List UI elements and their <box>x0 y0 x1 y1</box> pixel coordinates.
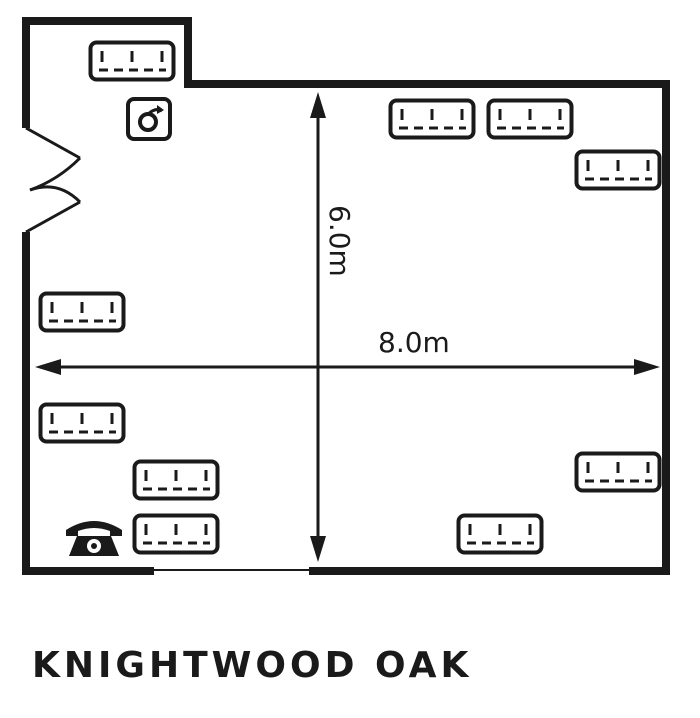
power-socket-icon <box>88 40 176 82</box>
width-label: 6.0m <box>323 205 356 277</box>
wall-left-upper <box>22 17 670 575</box>
power-socket-icon <box>38 402 126 444</box>
length-label: 8.0m <box>378 326 450 359</box>
power-socket-icon <box>486 98 574 140</box>
telephone-icon <box>66 521 122 556</box>
lift-icon <box>126 97 172 141</box>
door-swing-lower <box>29 185 82 204</box>
power-socket-icon <box>132 513 220 555</box>
power-socket-icon <box>38 291 126 333</box>
room-title: KNIGHTWOOD OAK <box>32 645 473 686</box>
power-socket-icon <box>132 459 220 501</box>
arrow-right-icon <box>634 359 660 375</box>
arrow-down-icon <box>310 536 326 562</box>
power-socket-icon <box>574 451 662 493</box>
double-door[interactable] <box>25 126 82 234</box>
door-swing-upper <box>29 156 82 192</box>
power-socket-icon <box>574 149 662 191</box>
arrow-left-icon <box>35 359 61 375</box>
wall-left-lower <box>22 232 154 575</box>
power-socket-icon <box>456 513 544 555</box>
arrow-up-icon <box>310 92 326 118</box>
door-leaf-lower <box>25 200 81 234</box>
door-leaf-upper <box>25 126 81 160</box>
power-socket-icon <box>388 98 476 140</box>
dimension-arrows <box>35 92 660 562</box>
walls <box>22 17 670 575</box>
